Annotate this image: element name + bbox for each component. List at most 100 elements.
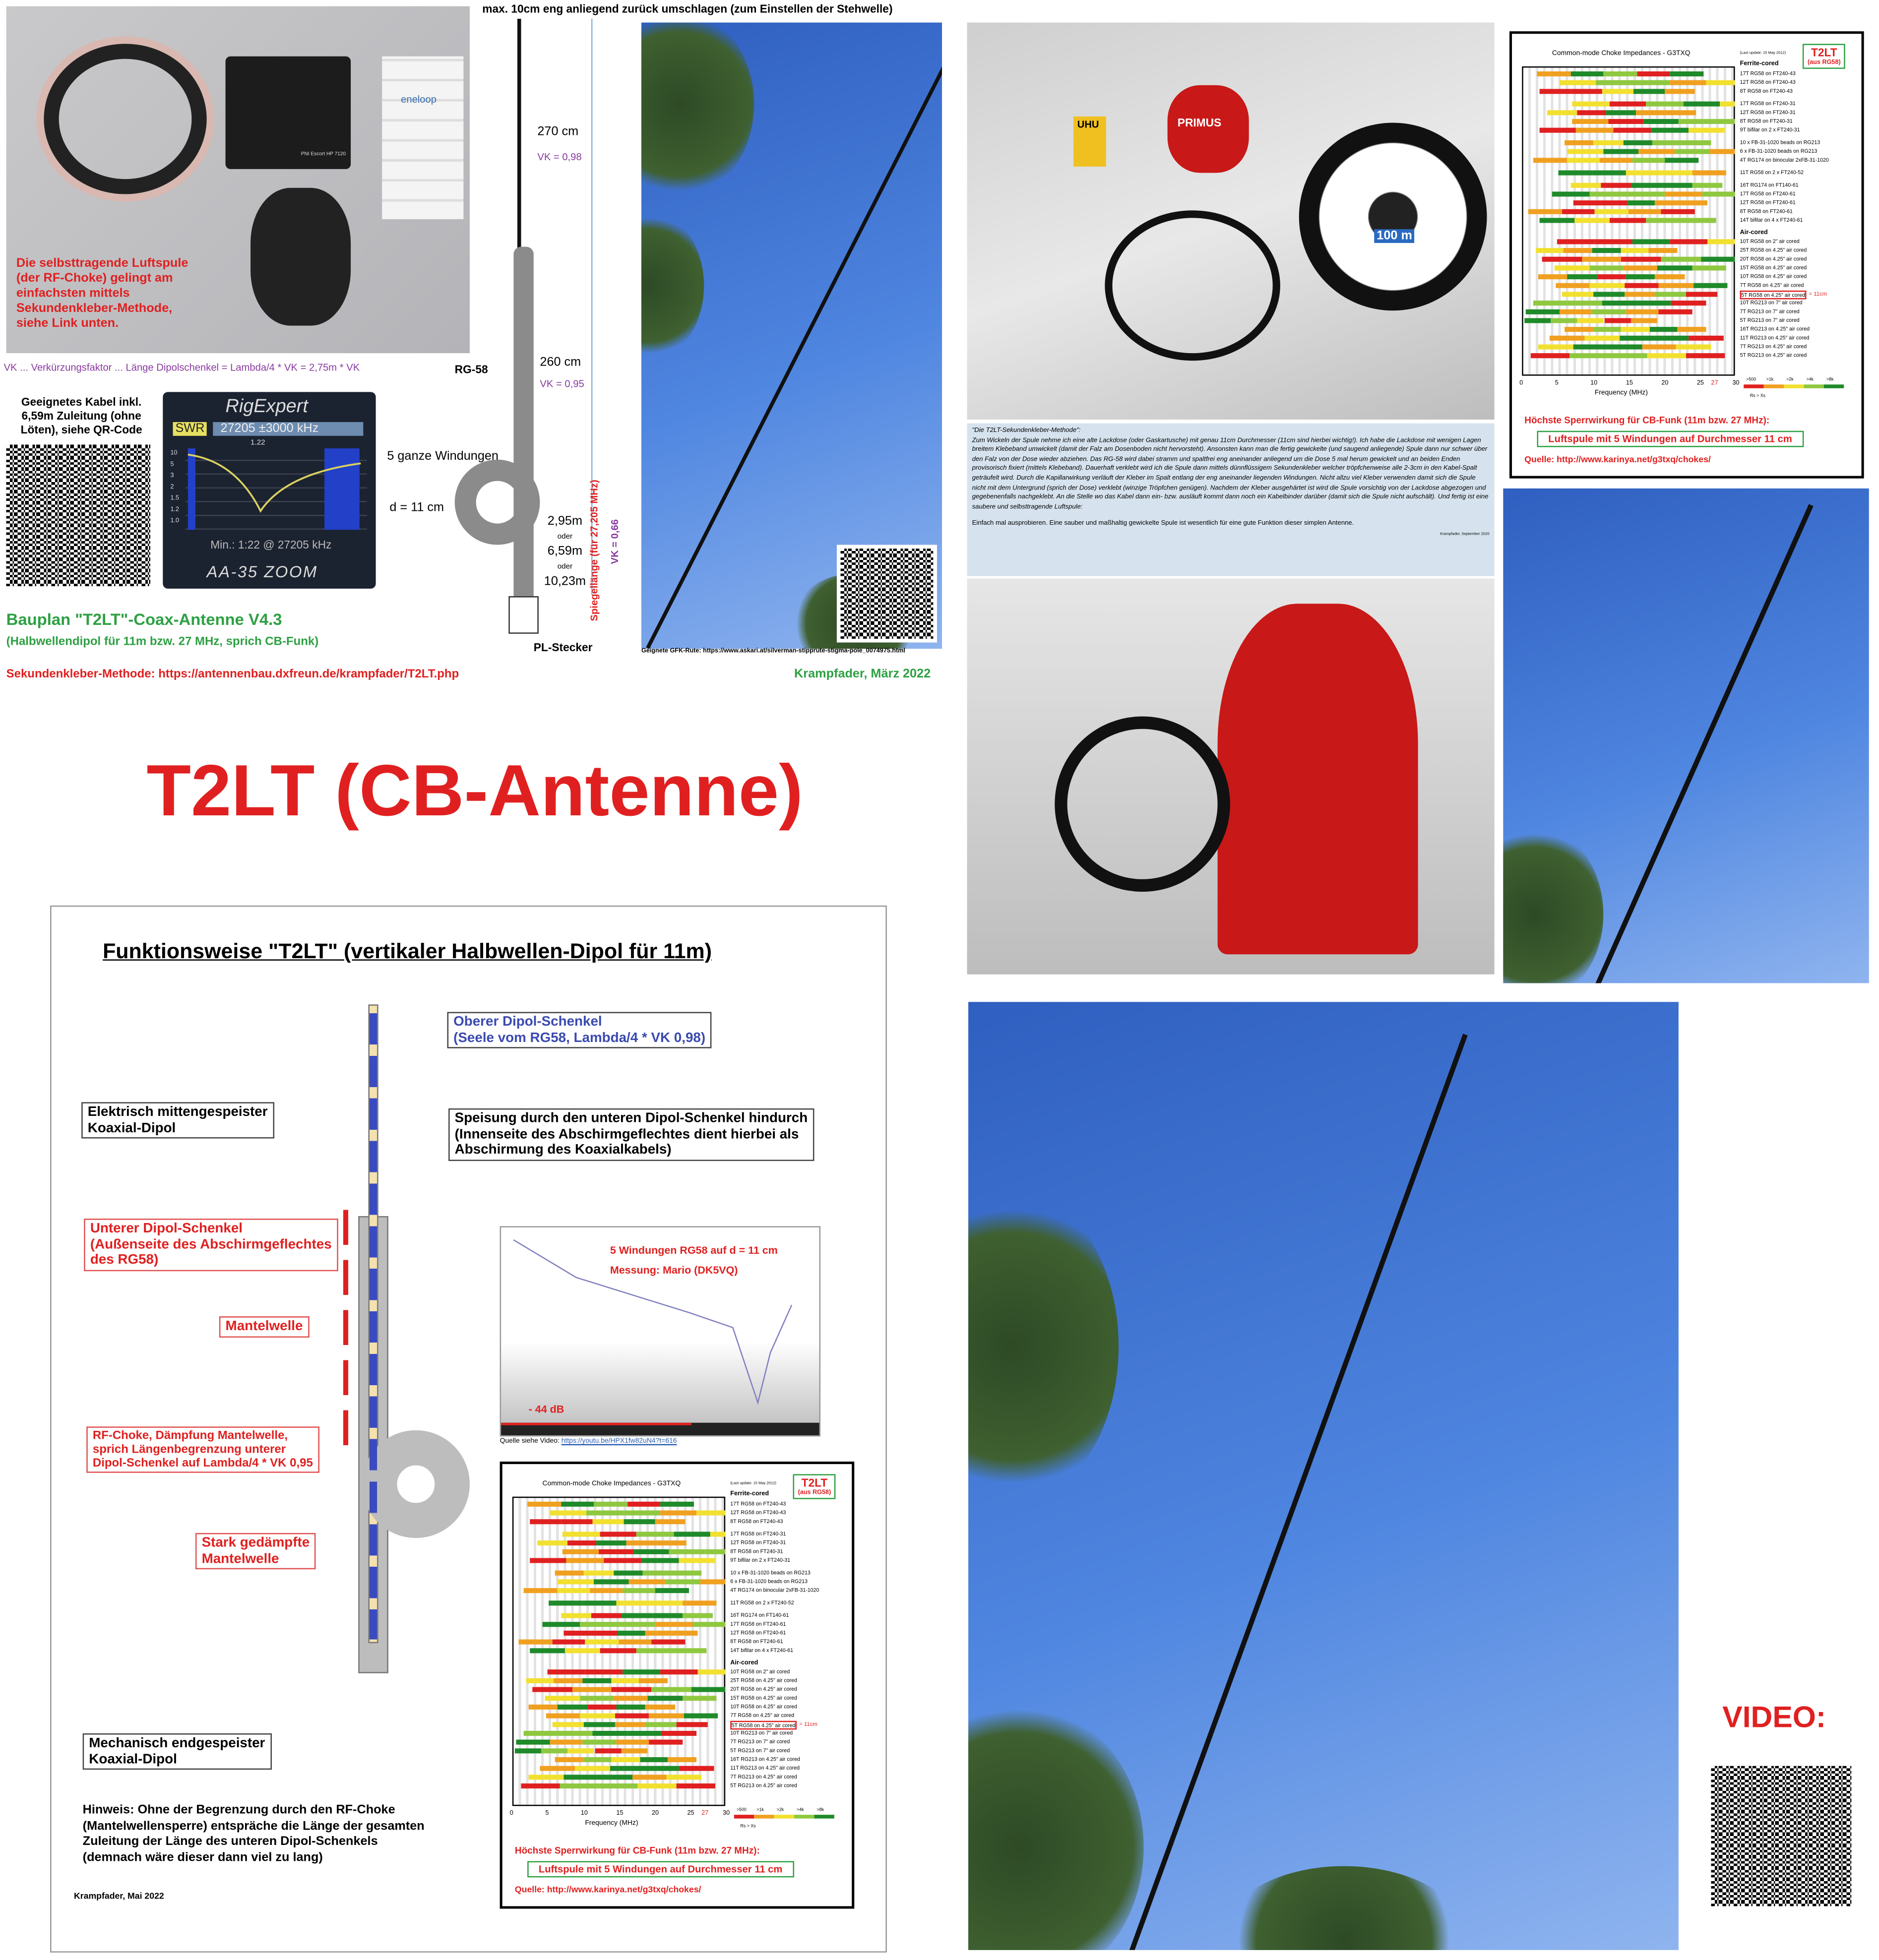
impedance-bar: [676, 1722, 708, 1727]
impedance-bar: [558, 1704, 587, 1710]
impedance-bar: [1647, 353, 1686, 359]
measurement-min: - 44 dB: [528, 1403, 564, 1415]
best-value: Luftspule mit 5 Windungen auf Durchmesse…: [527, 1861, 794, 1878]
impedance-bar: [1657, 265, 1692, 271]
impedance-bar: [1678, 327, 1706, 332]
qr-code-video[interactable]: [1711, 1766, 1852, 1906]
legend-swatch: [814, 1815, 834, 1819]
coax-cable: [513, 246, 534, 598]
impedance-bar: [1533, 301, 1568, 306]
attenuation-curve: [513, 1239, 793, 1405]
caption-line: einfachsten mittels: [16, 287, 130, 301]
chart-row-label: 6 x FB-31-1020 beads on RG213: [1740, 147, 1817, 154]
chart-row-label: 25T RG58 on 4.25" air cored: [730, 1677, 797, 1684]
ytick: 2: [170, 483, 174, 491]
spool-type: RG 58/U: [1374, 248, 1404, 256]
video-progress[interactable]: [501, 1422, 692, 1425]
impedance-bar: [580, 1622, 618, 1627]
chart-row-label: 16T RG213 on 4.25" air cored: [1740, 325, 1810, 332]
impedance-bar: [561, 1519, 592, 1525]
impedance-bar: [1602, 301, 1637, 306]
impedance-bar: [1537, 71, 1570, 77]
impedance-bar: [661, 1730, 696, 1736]
method-link[interactable]: Sekundenkleber-Methode: https://antennen…: [6, 667, 459, 681]
analyzer-min: Min.: 1:22 @ 27205 kHz: [210, 538, 332, 551]
impedance-bar: [1707, 239, 1735, 245]
impedance-bar: [592, 1730, 627, 1736]
label-line: Unterer Dipol-Schenkel: [90, 1221, 243, 1236]
current-arrows-up: [369, 1013, 377, 1640]
glue-package: UHU: [1073, 116, 1106, 167]
impedance-bar: [644, 1630, 672, 1636]
video-controls[interactable]: [501, 1422, 819, 1435]
impedance-bar: [564, 1630, 591, 1636]
impedance-bar: [1528, 209, 1562, 214]
hint-line: (Mantelwellensperre) entspräche die Läng…: [82, 1819, 425, 1833]
chart-row-label: 16T RG174 on FT140-61: [1740, 182, 1799, 188]
impedance-bar: [1665, 191, 1703, 197]
method-heading: "Die T2LT-Sekundenkleber-Methode":: [972, 427, 1081, 435]
impedance-bar: [1602, 89, 1633, 94]
chart-source[interactable]: Quelle: http://www.karinya.net/g3txq/cho…: [514, 1886, 701, 1895]
impedance-bar: [1638, 149, 1675, 154]
vk-note: VK ... Verkürzungsfaktor ... Länge Dipol…: [3, 362, 360, 373]
impedance-bar: [1645, 218, 1681, 223]
impedance-bar: [1561, 209, 1595, 214]
impedance-bar: [1659, 283, 1693, 288]
impedance-bar: [691, 1687, 726, 1692]
impedance-bar: [1623, 140, 1652, 145]
x-tick: 27: [1711, 379, 1718, 387]
impedance-bar: [1538, 344, 1573, 350]
coax-spool: 100 m RG 58/U: [1299, 122, 1487, 311]
impedance-bar: [518, 1639, 552, 1645]
upper-vk: VK = 0,98: [537, 151, 582, 163]
hint-line: Hinweis: Ohne der Begrenzung durch den R…: [82, 1803, 395, 1818]
impedance-bar: [1681, 200, 1708, 206]
best-label: Höchste Sperrwirkung für CB-Funk (11m bz…: [514, 1844, 760, 1856]
pole-caption[interactable]: Geignete GFK-Rute: https://www.askari.at…: [641, 647, 906, 655]
legend-swatch: [774, 1815, 795, 1819]
chart-row-label: 20T RG58 on 4.25" air cored: [1740, 255, 1807, 262]
impedance-bar: [1573, 200, 1601, 206]
impedance-bar: [545, 1696, 580, 1701]
impedance-bar: [627, 1730, 662, 1736]
impedance-bar: [1683, 101, 1720, 107]
impedance-bar: [1597, 274, 1626, 280]
qr-code-pole[interactable]: [836, 545, 937, 643]
impedance-bar: [565, 1648, 601, 1654]
hint-line: Zuleitung der Länge des unteren Dipol-Sc…: [82, 1835, 378, 1849]
chart-row-label: 10T RG58 on 4.25" air cored: [1740, 273, 1807, 280]
impedance-bar: [679, 1766, 715, 1771]
impedance-bar: [1624, 292, 1655, 297]
impedance-bar: [558, 1579, 594, 1585]
method-credit: Krampfader, September 2020: [1440, 531, 1490, 536]
chart-row-label: 10T RG58 on 4.25" air cored: [730, 1703, 797, 1710]
impedance-bar: [616, 1739, 650, 1745]
legend-label: >500: [1746, 377, 1756, 382]
impedance-bar: [1576, 110, 1607, 116]
upper-length: 270 cm: [537, 125, 579, 139]
impedance-bar: [1589, 265, 1624, 271]
x-tick: 10: [1590, 379, 1598, 387]
impedance-bar: [1691, 265, 1726, 271]
label-line: RF-Choke, Dämpfung Mantelwelle,: [92, 1429, 288, 1443]
impedance-bar: [1596, 80, 1633, 85]
source-url[interactable]: https://youtu.be/HPX1fw82uN4?t=616: [561, 1438, 677, 1446]
chart-row-label: 10 x FB-31-1020 beads on RG213: [730, 1569, 811, 1576]
chart-row-label: 12T RG58 on FT240-61: [1740, 199, 1796, 206]
choke-coil: [454, 459, 540, 545]
impedance-bar: [591, 1613, 622, 1618]
impedance-bar: [1666, 110, 1696, 116]
impedance-bar: [1651, 127, 1689, 133]
qr-code-cable[interactable]: [6, 444, 151, 586]
method-text: Zum Wickeln der Spule nehme ich eine alt…: [972, 436, 1489, 511]
chart-source[interactable]: Quelle: http://www.karinya.net/g3txq/cho…: [1524, 456, 1711, 465]
impedance-bar: [682, 1613, 713, 1618]
impedance-bar: [526, 1678, 555, 1684]
chart-row-label: 8T RG58 on FT240-43: [1740, 87, 1793, 94]
impedance-bar: [671, 1648, 707, 1654]
legend-label: >1k: [756, 1807, 764, 1813]
impedance-bar: [604, 1558, 641, 1563]
impedance-bar: [1632, 239, 1670, 245]
bauplan-title: Bauplan "T2LT"-Coax-Antenne V4.3: [6, 610, 282, 629]
